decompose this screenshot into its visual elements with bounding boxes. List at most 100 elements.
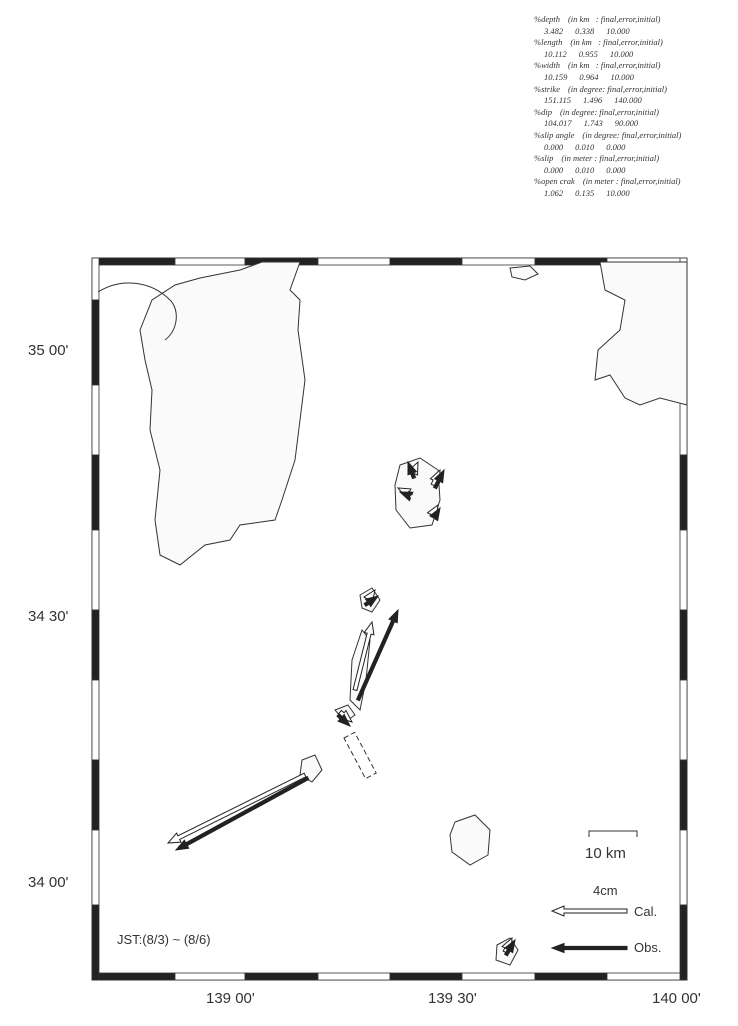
frame-segment [534, 257, 608, 266]
parameter-name: %depth [534, 14, 560, 24]
parameter-final: 104.017 [544, 118, 572, 129]
frame-segment [91, 384, 100, 456]
parameter-unit: (in meter : final,error,initial) [582, 176, 681, 187]
parameter-error: 1.496 [583, 95, 603, 106]
frame-segment [679, 529, 688, 611]
parameter-initial: 10.000 [606, 25, 630, 36]
parameter-header: %slip angle (in degree: final,error,initi… [534, 130, 681, 142]
lon-label-140-00: 140 00' [652, 990, 701, 1007]
parameter-error: 0.964 [579, 71, 599, 82]
coastlines [97, 261, 688, 966]
parameter-unit: (in meter : final,error,initial) [561, 153, 660, 164]
frame-segment [461, 257, 536, 266]
observed-vector-arrow [363, 595, 380, 608]
observed-vector-arrow [407, 460, 418, 480]
parameter-header: %open crak (in meter : final,error,initia… [534, 176, 681, 188]
frame-segment [91, 257, 176, 266]
frame-segment [91, 529, 100, 611]
parameter-unit: (in degree: final,error,initial) [567, 83, 667, 94]
parameter-header: %length (in km : final,error,initial) [534, 37, 681, 49]
miyakejima [449, 814, 491, 866]
frame-segment [174, 257, 246, 266]
parameter-name: %open crak [534, 176, 575, 187]
frame-segment [174, 972, 246, 981]
obs-legend-label: Obs. [634, 940, 662, 955]
parameter-header: %depth (in km : final,error,initial) [534, 14, 681, 26]
frame-segment [679, 829, 688, 906]
observed-vector-arrow [503, 938, 516, 957]
izu-peninsula [139, 261, 306, 566]
parameter-initial: 10.000 [606, 187, 630, 198]
frame-segment [91, 679, 100, 761]
frame-segment [91, 972, 176, 981]
calculated-vector-arrow [166, 772, 307, 844]
observed-vector-arrow [432, 468, 445, 490]
lon-label-139-30: 139 30' [428, 990, 477, 1007]
oshima [394, 457, 441, 529]
parameter-header: %slip (in meter : final,error,initial) [534, 153, 681, 165]
lat-label-34-30: 34 30' [28, 608, 69, 625]
parameter-error: 0.338 [575, 25, 595, 36]
parameter-unit: (in km : final,error,initial) [567, 60, 661, 71]
parameter-initial: 10.000 [609, 48, 634, 59]
parameter-initial: 140.000 [614, 95, 642, 106]
vector-scale-label: 4cm [593, 883, 618, 898]
observed-vector-arrow [336, 713, 352, 727]
small-island-top [509, 265, 539, 281]
parameter-unit: (in degree: final,error,initial) [582, 129, 682, 140]
lon-label-139-00: 139 00' [206, 990, 255, 1007]
parameter-values: 151.115 1.496 140.000 [534, 95, 681, 107]
frame-segment [389, 257, 463, 266]
tokyo-bay-coast [97, 282, 177, 341]
frame-segment [679, 609, 688, 681]
parameter-final: 10.112 [544, 48, 567, 59]
parameter-table: %depth(in km : final,error,initial)3.482… [534, 14, 681, 200]
observed-vector-arrow [429, 506, 441, 522]
parameter-name: %length [534, 37, 563, 48]
parameter-name: %dip [534, 106, 552, 117]
parameter-unit: (in km : final,error,initial) [570, 37, 663, 48]
frame-segment [91, 299, 100, 386]
parameter-values: 104.017 1.743 90.000 [534, 118, 681, 130]
parameter-header: %strike (in degree: final,error,initial) [534, 84, 681, 96]
frame-segment [534, 972, 608, 981]
lat-label-34-00: 34 00' [28, 874, 69, 891]
frame-segment [91, 904, 100, 981]
parameter-final: 151.115 [544, 95, 571, 106]
cal-legend-label: Cal. [634, 904, 658, 919]
frame-segment [91, 759, 100, 831]
parameter-header: %width(in km : final,error,initial) [534, 60, 681, 72]
frame-segment [317, 257, 391, 266]
frame-segment [91, 829, 100, 906]
parameter-header: %dip (in degree: final,error,initial) [534, 107, 681, 119]
parameter-initial: 10.000 [610, 71, 634, 82]
parameter-name: %slip [534, 153, 554, 164]
parameter-error: 1.743 [583, 118, 603, 129]
scale-bar [588, 830, 638, 837]
lat-label-35-00: 35 00' [28, 342, 69, 359]
parameter-name: %slip angle [534, 129, 575, 140]
frame-segment [317, 972, 391, 981]
parameter-final: 10.159 [544, 71, 568, 82]
displacement-vectors [166, 460, 628, 957]
frame-segment [91, 609, 100, 681]
frame-segment [606, 972, 688, 981]
frame-segment [679, 904, 688, 981]
observed-vector-arrow [398, 491, 414, 502]
parameter-values: 0.000 0.010 0.000 [534, 165, 681, 177]
frame-segment [679, 759, 688, 831]
parameter-error: 0.010 [575, 164, 595, 175]
parameter-values: 10.112 0.955 10.000 [534, 49, 681, 61]
parameter-initial: 0.000 [606, 164, 626, 175]
parameter-values: 10.159 0.964 10.000 [534, 72, 681, 84]
frame-segment [679, 454, 688, 531]
parameter-name: %strike [534, 83, 560, 94]
parameter-unit: (in degree: final,error,initial) [559, 106, 659, 117]
parameter-final: 0.000 [544, 164, 564, 175]
observed-vector-arrow [174, 775, 310, 851]
parameter-error: 0.955 [578, 48, 598, 59]
fault-model-rectangle [343, 731, 377, 780]
frame-segment [91, 257, 100, 301]
parameter-initial: 90.000 [614, 118, 639, 129]
parameter-unit: (in km : final,error,initial) [567, 14, 661, 24]
